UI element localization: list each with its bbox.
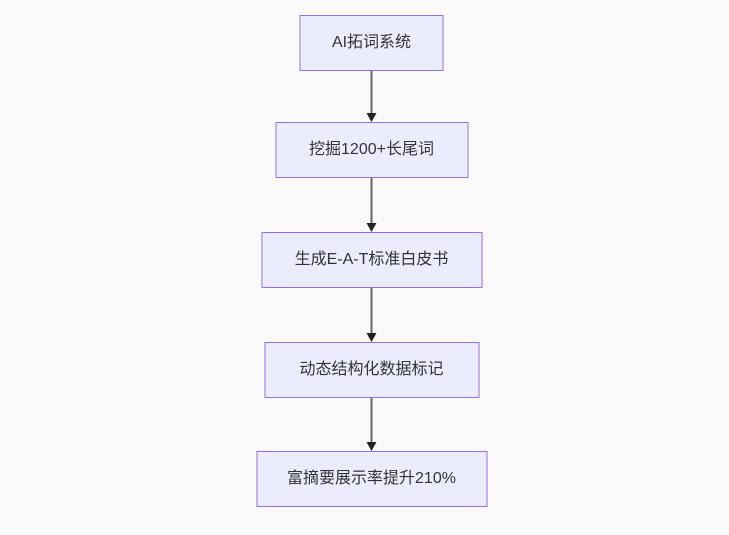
node-label: 挖掘1200+长尾词 <box>309 141 434 158</box>
node-label: 动态结构化数据标记 <box>299 361 444 378</box>
flow-arrow-3 <box>365 288 379 342</box>
arrow-line <box>370 398 373 443</box>
arrow-head-icon <box>366 223 377 232</box>
flowchart: AI拓词系统 挖掘1200+长尾词 生成E-A-T标准白皮书 动态结构化数据标记 <box>256 15 487 507</box>
flow-node-structured-data-markup: 动态结构化数据标记 <box>264 342 479 398</box>
flow-arrow-2 <box>365 178 379 232</box>
arrow-head-icon <box>366 113 377 122</box>
flow-node-rich-snippet-result: 富摘要展示率提升210% <box>256 451 487 507</box>
arrow-line <box>370 178 373 224</box>
flow-node-eat-whitepaper: 生成E-A-T标准白皮书 <box>261 232 482 288</box>
arrow-line <box>370 71 373 114</box>
node-label: 生成E-A-T标准白皮书 <box>294 251 449 268</box>
flow-node-longtail-mining: 挖掘1200+长尾词 <box>275 122 468 178</box>
flow-node-ai-keyword-system: AI拓词系统 <box>299 15 444 71</box>
node-label: 富摘要展示率提升210% <box>287 470 456 487</box>
arrow-line <box>370 288 373 334</box>
node-label: AI拓词系统 <box>331 34 412 51</box>
arrow-head-icon <box>366 333 377 342</box>
flow-arrow-1 <box>365 71 379 122</box>
arrow-head-icon <box>366 442 377 451</box>
flow-arrow-4 <box>365 398 379 451</box>
